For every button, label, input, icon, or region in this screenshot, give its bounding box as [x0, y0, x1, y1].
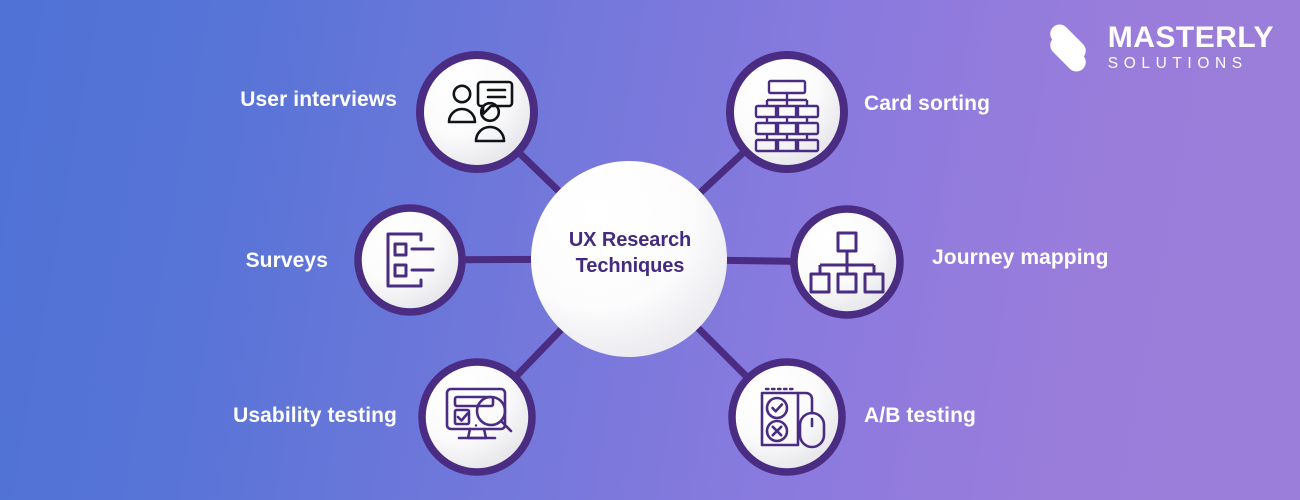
brand-logo[interactable]: MASTERLY SOLUTIONS	[1042, 22, 1274, 74]
hub-title-line-2: Techniques	[575, 254, 685, 277]
node-journey-mapping[interactable]	[790, 205, 904, 319]
node-usability-testing[interactable]	[418, 358, 536, 476]
node-label-ab-testing[interactable]: A/B testing	[864, 404, 976, 427]
node-ab-testing[interactable]	[728, 358, 846, 476]
node-label-usability-testing[interactable]: Usability testing	[233, 404, 397, 427]
hub-title-line-1: UX Research	[568, 229, 692, 251]
card-tree-hierarchy-icon	[754, 79, 820, 153]
checklist-form-icon	[386, 232, 435, 288]
monitor-magnifier-checkbox-icon	[445, 387, 513, 440]
hub-title: UX Research Techniques	[530, 228, 730, 279]
node-label-card-sorting[interactable]: Card sorting	[864, 92, 991, 115]
check-cross-document-mouse-icon	[760, 387, 826, 449]
node-user-interviews[interactable]	[416, 51, 538, 173]
node-label-surveys[interactable]: Surveys	[245, 249, 328, 272]
node-card-sorting[interactable]	[726, 51, 848, 173]
node-label-user-interviews[interactable]: User interviews	[240, 88, 397, 111]
masterly-infinity-mark-icon	[1049, 24, 1086, 72]
brand-name: MASTERLY	[1107, 21, 1274, 55]
two-people-speech-bubble-icon	[447, 80, 514, 143]
node-label-journey-mapping[interactable]: Journey mapping	[932, 246, 1109, 269]
node-surveys[interactable]	[354, 204, 466, 316]
org-chart-squares-icon	[809, 231, 885, 294]
hub-node[interactable]	[531, 161, 727, 357]
brand-subtitle: SOLUTIONS	[1107, 54, 1248, 72]
brand-wordmark: MASTERLY SOLUTIONS	[1108, 23, 1274, 72]
